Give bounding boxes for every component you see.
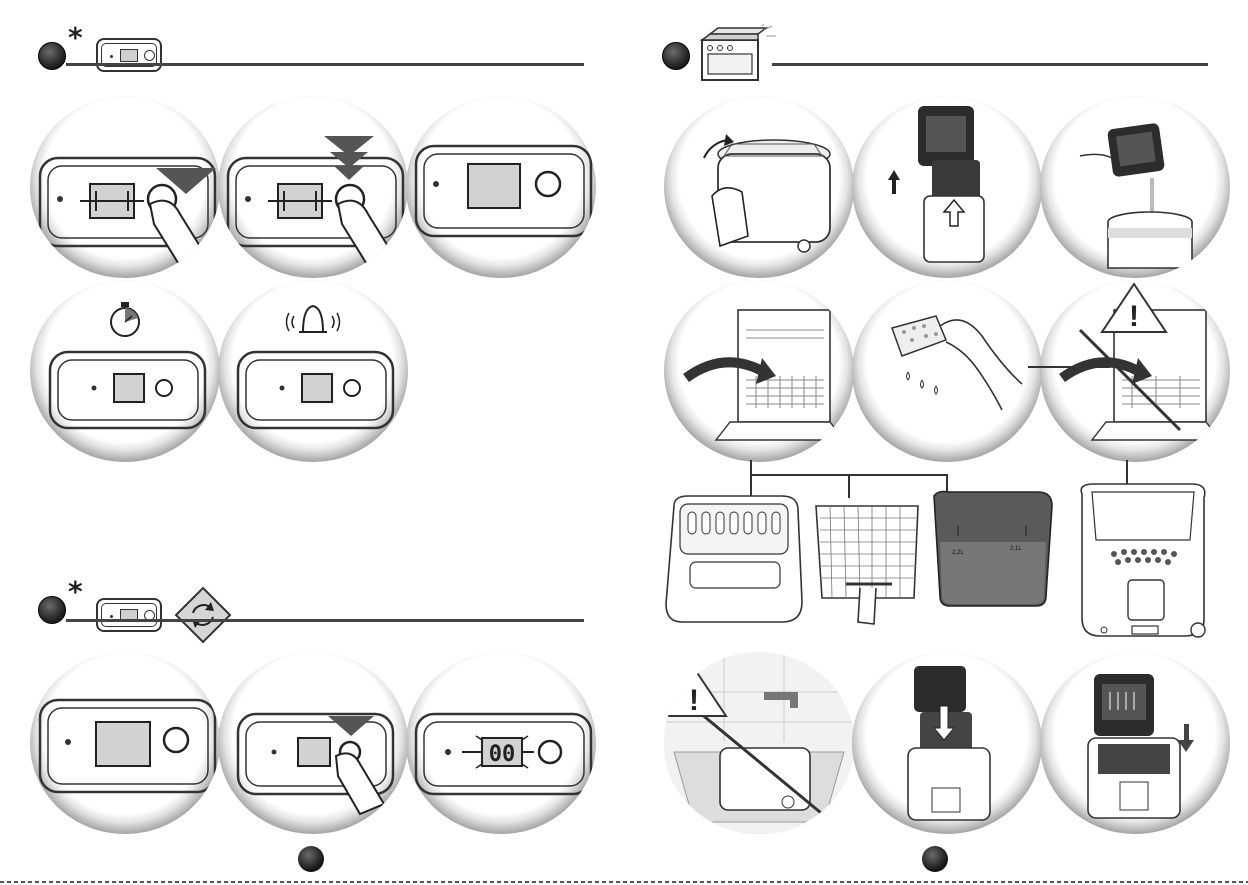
bell-icon (287, 306, 340, 332)
step-replace-basket-circle (1040, 652, 1230, 834)
step-display-zero-circle: 00 (406, 652, 596, 834)
asterisk-marker: * (68, 578, 83, 606)
step-press-reset-circle (218, 652, 408, 834)
svg-text:2,1L: 2,1L (1010, 546, 1022, 552)
left-page-number-dot (298, 846, 324, 872)
timer-display-text: 00 (489, 742, 516, 767)
step-dishwasher-circle (664, 280, 854, 462)
section-2-bullet (38, 596, 66, 624)
oil-bowl-part: 2,2L 2,1L (928, 486, 1058, 624)
warning-icon: ! (1102, 284, 1166, 333)
section-2-rule (66, 619, 584, 622)
step-remove-basket-circle (852, 96, 1042, 278)
left-page: * (0, 0, 624, 885)
connector-vertical-mid (848, 474, 850, 498)
step-open-lid-circle (664, 96, 854, 278)
right-page: ! 2,2L 2,1L (624, 0, 1248, 885)
basket-part (806, 498, 928, 630)
svg-text:!: ! (1129, 300, 1139, 333)
step-display-closeup-circle (30, 652, 220, 834)
asterisk-marker: * (68, 24, 83, 52)
section-1-bullet (662, 42, 690, 70)
dishwasher-icon (698, 24, 778, 82)
step-hold-button-circle (218, 96, 408, 278)
timer-icon (111, 302, 139, 336)
step-bell-circle (218, 280, 408, 462)
fryer-body-part (1068, 480, 1218, 644)
step-no-water-circle: ! (664, 652, 854, 834)
svg-text:2,2L: 2,2L (952, 550, 964, 556)
lid-part (662, 492, 808, 630)
step-pour-oil-circle (1040, 96, 1230, 278)
step-display-circle (406, 96, 596, 278)
section-1-rule (772, 63, 1208, 66)
connector-pot-line (1028, 366, 1110, 368)
control-panel-icon (96, 38, 162, 72)
section-1-rule (66, 63, 584, 66)
svg-text:!: ! (689, 684, 699, 717)
step-timer-circle (30, 280, 220, 462)
step-press-button-circle (30, 96, 220, 278)
section-1-bullet (38, 42, 66, 70)
step-no-dishwasher-circle: ! (1040, 280, 1230, 462)
right-page-number-dot (922, 846, 948, 872)
refresh-diamond-icon (174, 586, 232, 644)
step-sponge-circle (852, 280, 1042, 462)
trim-line (0, 881, 1248, 883)
control-panel-icon (96, 598, 162, 632)
step-insert-bowl-circle (852, 652, 1042, 834)
